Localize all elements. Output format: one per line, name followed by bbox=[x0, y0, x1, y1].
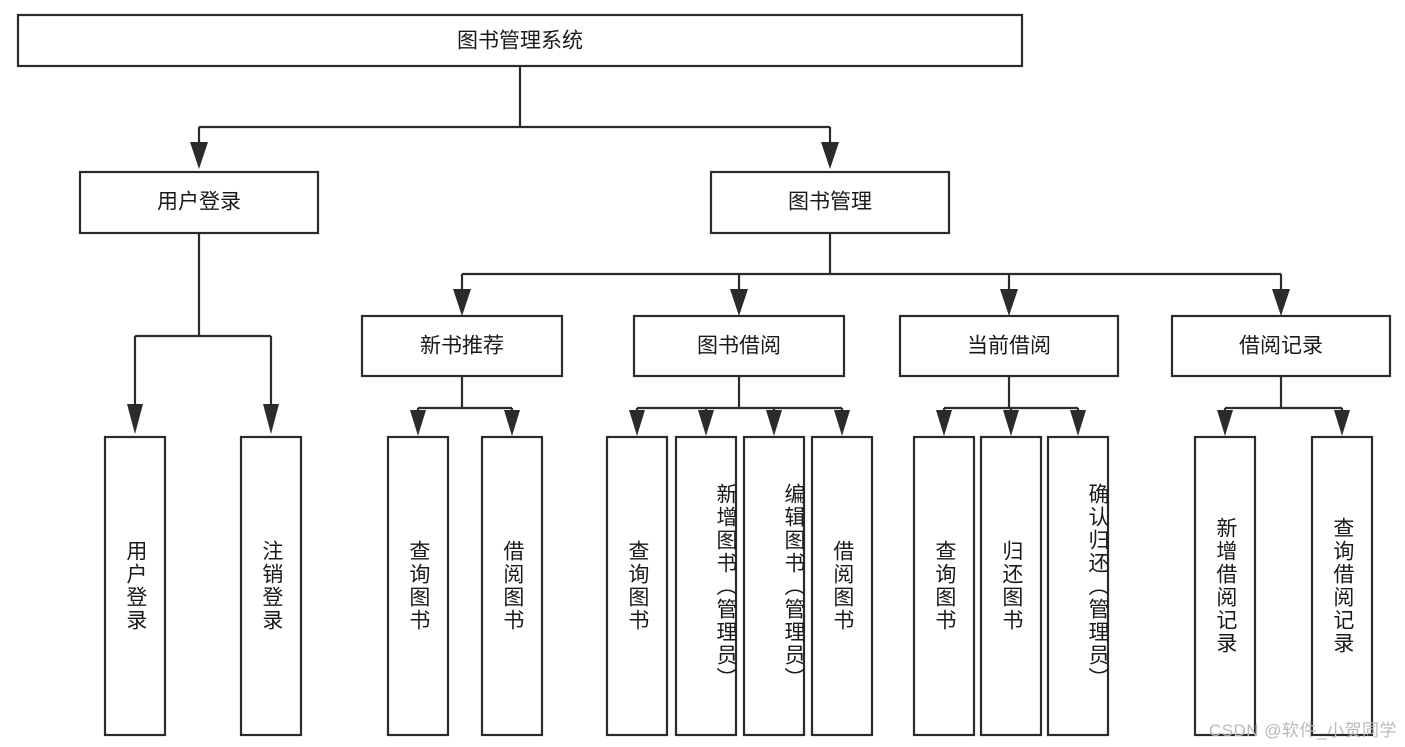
arrow-head-leaf-add-record bbox=[1217, 410, 1233, 436]
connector-group-borrow-record bbox=[1217, 376, 1350, 436]
node-leaf-query-record[interactable] bbox=[1310, 435, 1374, 737]
arrow-head-leaf-user-login bbox=[127, 404, 143, 434]
node-leaf-user-logout[interactable] bbox=[239, 435, 303, 737]
node-user-login-label: 用户登录 bbox=[157, 191, 241, 214]
connector-group-user-login bbox=[127, 233, 279, 434]
arrow-head-leaf-user-logout bbox=[263, 404, 279, 434]
arrow-head-new-book-recommend bbox=[453, 289, 471, 316]
arrow-head-leaf-add-book bbox=[698, 410, 714, 436]
arrow-head-leaf-query-book-2 bbox=[629, 410, 645, 436]
arrow-head-user-login bbox=[190, 142, 208, 169]
node-leaf-user-login[interactable] bbox=[103, 435, 167, 737]
node-leaf-query-book-1[interactable] bbox=[386, 435, 450, 737]
node-new-book-recommend[interactable] bbox=[360, 314, 564, 378]
node-leaf-query-book-3[interactable] bbox=[912, 435, 976, 737]
arrow-head-leaf-return-book bbox=[1003, 410, 1019, 436]
watermark: CSDN @软件_小贺同学 bbox=[1208, 721, 1397, 740]
node-book-management-label: 图书管理 bbox=[788, 191, 872, 214]
connector-group-book-borrow bbox=[629, 376, 850, 436]
node-current-borrow-label: 当前借阅 bbox=[967, 335, 1051, 358]
arrow-head-current-borrow bbox=[1000, 289, 1018, 316]
node-root[interactable] bbox=[16, 13, 1024, 68]
arrow-head-leaf-confirm-return bbox=[1070, 410, 1086, 436]
node-leaf-borrow-book-1[interactable] bbox=[480, 435, 544, 737]
node-leaf-confirm-return[interactable] bbox=[1046, 435, 1110, 737]
connector-group-new-book-recommend bbox=[410, 376, 520, 436]
node-leaf-query-book-2[interactable] bbox=[605, 435, 669, 737]
arrow-head-leaf-query-book-1 bbox=[410, 410, 426, 436]
arrow-head-leaf-edit-book bbox=[766, 410, 782, 436]
node-leaf-add-book[interactable] bbox=[674, 435, 738, 737]
node-leaf-edit-book[interactable] bbox=[742, 435, 806, 737]
arrow-head-borrow-record bbox=[1272, 289, 1290, 316]
node-user-login[interactable] bbox=[78, 170, 320, 235]
node-root-label: 图书管理系统 bbox=[457, 30, 583, 53]
arrow-head-leaf-borrow-book-2 bbox=[834, 410, 850, 436]
node-borrow-record[interactable] bbox=[1170, 314, 1392, 378]
node-current-borrow[interactable] bbox=[898, 314, 1120, 378]
arrow-head-book-management bbox=[821, 142, 839, 169]
node-leaf-add-record[interactable] bbox=[1193, 435, 1257, 737]
node-book-borrow-label: 图书借阅 bbox=[697, 335, 781, 358]
node-leaf-return-book[interactable] bbox=[979, 435, 1043, 737]
node-leaf-borrow-book-2[interactable] bbox=[810, 435, 874, 737]
arrow-head-leaf-borrow-book-1 bbox=[504, 410, 520, 436]
node-book-borrow[interactable] bbox=[632, 314, 846, 378]
node-book-management[interactable] bbox=[709, 170, 951, 235]
arrow-head-leaf-query-book-3 bbox=[936, 410, 952, 436]
connector-group-root bbox=[190, 66, 839, 169]
connector-group-current-borrow bbox=[936, 376, 1086, 436]
node-borrow-record-label: 借阅记录 bbox=[1239, 335, 1323, 358]
connector-group-book-management bbox=[453, 233, 1290, 316]
arrow-head-leaf-query-record bbox=[1334, 410, 1350, 436]
arrow-head-book-borrow bbox=[730, 289, 748, 316]
node-new-book-recommend-label: 新书推荐 bbox=[420, 335, 504, 358]
